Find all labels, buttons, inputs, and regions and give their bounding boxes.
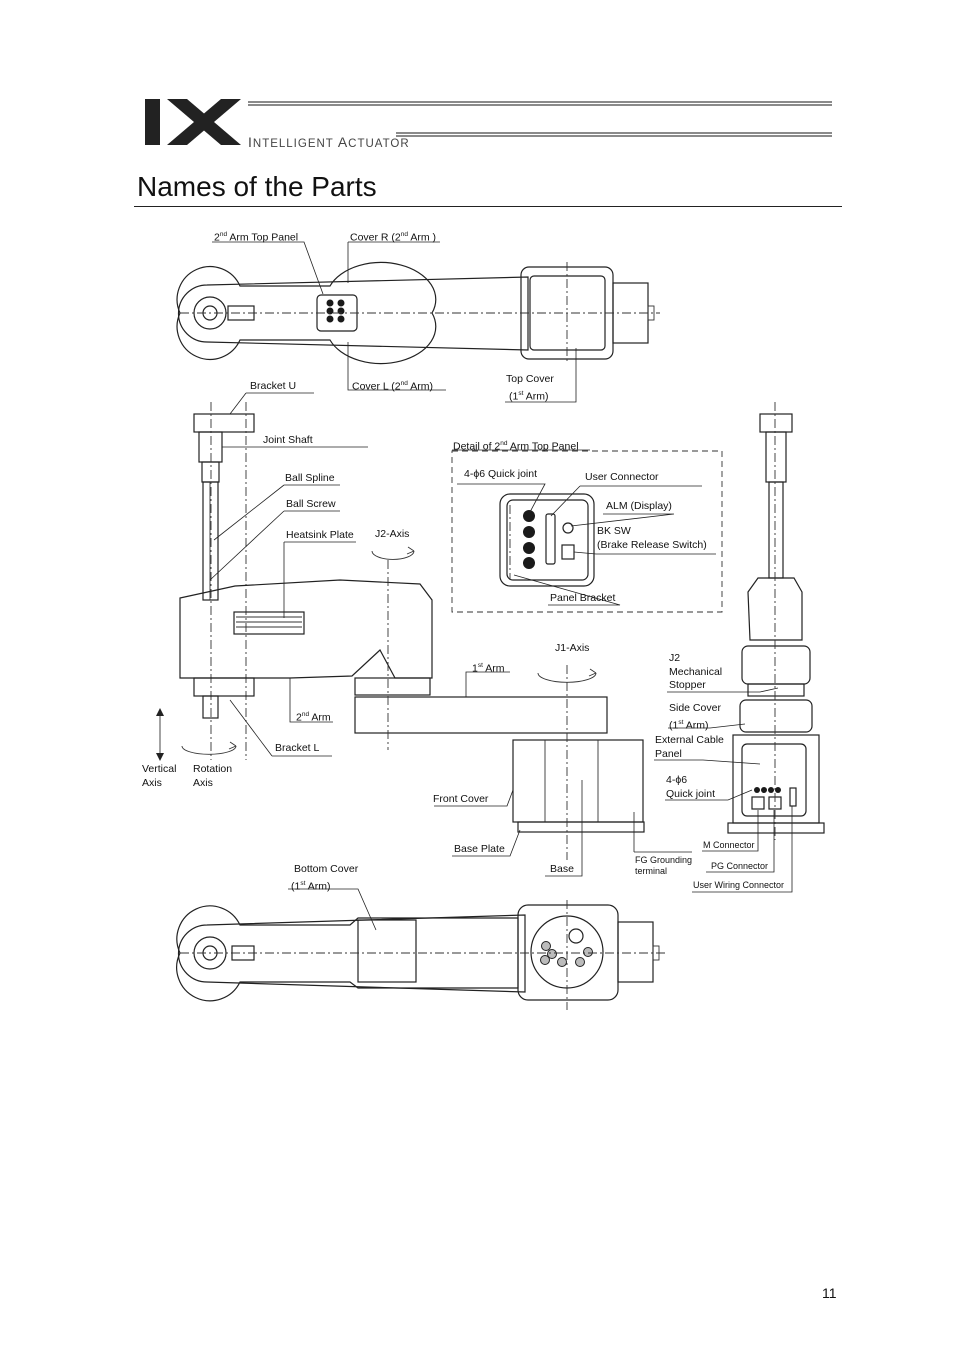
label-ball-spline: Ball Spline bbox=[285, 472, 335, 484]
label-alm-display: ALM (Display) bbox=[606, 500, 672, 512]
top-view bbox=[176, 261, 660, 365]
title-rule bbox=[134, 206, 842, 207]
label-top-cover: Top Cover(1st Arm) bbox=[506, 373, 554, 402]
bottom-view bbox=[176, 900, 665, 1010]
label-base: Base bbox=[550, 863, 574, 875]
label-bracket-u: Bracket U bbox=[250, 380, 297, 392]
label-ball-screw: Ball Screw bbox=[286, 498, 336, 510]
label-user-connector: User Connector bbox=[585, 471, 659, 483]
label-arm2-top-panel: 2nd Arm Top Panel bbox=[214, 231, 299, 244]
side-view bbox=[156, 402, 645, 860]
label-bk-sw: BK SW(Brake Release Switch) bbox=[597, 525, 707, 551]
right-view bbox=[727, 402, 825, 840]
label-arm2: 2nd Arm bbox=[296, 711, 331, 724]
label-base-plate: Base Plate bbox=[454, 843, 505, 855]
detail-box bbox=[451, 449, 723, 613]
label-joint-shaft: Joint Shaft bbox=[263, 434, 313, 446]
label-front-cover: Front Cover bbox=[433, 793, 489, 805]
label-bottom-cover: Bottom Cover(1st Arm) bbox=[291, 863, 359, 892]
label-detail-title: Detail of 2nd Arm Top Panel bbox=[453, 440, 579, 453]
ix-logo: IX bbox=[145, 99, 241, 145]
label-panel-bracket: Panel Bracket bbox=[550, 592, 616, 604]
label-user-wiring-connector: User Wiring Connector bbox=[693, 880, 785, 890]
label-m-connector: M Connector bbox=[703, 840, 755, 850]
label-quick-joint-4: 4-ϕ6 Quick joint bbox=[464, 468, 537, 480]
label-arm1: 1st Arm bbox=[472, 662, 505, 675]
label-cover-l: Cover L (2nd Arm) bbox=[352, 380, 433, 393]
label-cover-r: Cover R (2nd Arm ) bbox=[350, 231, 436, 244]
label-side-cover: Side Cover(1st Arm) bbox=[669, 702, 721, 731]
page-number: 11 bbox=[822, 1285, 837, 1301]
label-j2-axis: J2-Axis bbox=[375, 528, 410, 540]
label-heatsink-plate: Heatsink Plate bbox=[286, 529, 354, 541]
header-rules bbox=[248, 101, 832, 137]
label-bracket-l: Bracket L bbox=[275, 742, 320, 754]
label-pg-connector: PG Connector bbox=[711, 861, 769, 871]
label-j1-axis: J1-Axis bbox=[555, 642, 590, 654]
logo-subtitle: INTELLIGENT ACTUATOR bbox=[248, 134, 410, 150]
page-title: Names of the Parts bbox=[137, 171, 377, 202]
